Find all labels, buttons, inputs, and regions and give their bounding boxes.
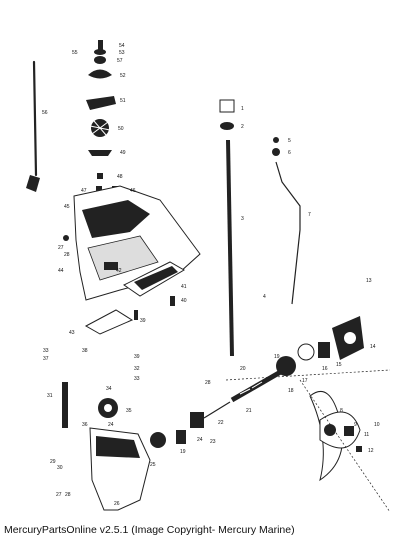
- copyright-caption: MercuryPartsOnline v2.5.1 (Image Copyrig…: [4, 524, 295, 536]
- callout-7[interactable]: 7: [308, 212, 311, 218]
- callout-16[interactable]: 16: [322, 366, 328, 372]
- callout-52[interactable]: 52: [120, 73, 126, 79]
- callout-19-lower[interactable]: 19: [180, 449, 186, 455]
- callout-9[interactable]: 9: [354, 422, 357, 428]
- washer-part-47[interactable]: [96, 186, 102, 194]
- callout-50[interactable]: 50: [118, 126, 124, 132]
- callout-33b[interactable]: 33: [134, 376, 140, 382]
- callout-15[interactable]: 15: [336, 362, 342, 368]
- callout-12[interactable]: 12: [368, 448, 374, 454]
- callout-47[interactable]: 47: [81, 188, 87, 194]
- callout-53[interactable]: 53: [119, 50, 125, 56]
- callout-41[interactable]: 41: [181, 284, 187, 290]
- bearing-part-24[interactable]: [176, 430, 186, 444]
- callout-2[interactable]: 2: [241, 124, 244, 130]
- callout-33[interactable]: 33: [43, 348, 49, 354]
- callout-56[interactable]: 56: [42, 110, 48, 116]
- callout-18[interactable]: 18: [288, 388, 294, 394]
- screw-part-39[interactable]: [134, 310, 138, 320]
- callout-21[interactable]: 21: [246, 408, 252, 414]
- callout-19[interactable]: 19: [274, 354, 280, 360]
- callout-55[interactable]: 55: [72, 50, 78, 56]
- callout-40[interactable]: 40: [181, 298, 187, 304]
- callout-20[interactable]: 20: [240, 366, 246, 372]
- callout-37[interactable]: 37: [43, 356, 49, 362]
- pin-part-22[interactable]: [203, 401, 231, 419]
- shift-rod-part-56[interactable]: [26, 60, 40, 192]
- impeller-part-50[interactable]: [89, 119, 111, 137]
- stud-part-31[interactable]: [62, 382, 68, 428]
- callout-59[interactable]: 39: [140, 318, 146, 324]
- callout-6[interactable]: 6: [288, 150, 291, 156]
- callout-11[interactable]: 11: [364, 432, 369, 438]
- callout-8[interactable]: 8: [340, 408, 343, 414]
- callout-17[interactable]: 17: [302, 378, 308, 384]
- callout-54[interactable]: 54: [119, 43, 125, 49]
- bearing-part-16[interactable]: [318, 342, 330, 358]
- o-ring-part-17[interactable]: [297, 343, 315, 361]
- callout-28-upper[interactable]: 28: [64, 252, 70, 258]
- pinion-gear-part-35[interactable]: [98, 398, 118, 418]
- callout-29[interactable]: 29: [50, 459, 56, 465]
- callout-31[interactable]: 31: [47, 393, 53, 399]
- callout-14[interactable]: 14: [370, 344, 376, 350]
- seal-part-57[interactable]: [94, 56, 106, 64]
- carrier-bore: [344, 332, 356, 344]
- thrust-hub-part-11[interactable]: [344, 426, 354, 436]
- callout-5[interactable]: 5: [288, 138, 291, 144]
- pump-cover-part-52[interactable]: [88, 69, 112, 79]
- callout-51[interactable]: 51: [120, 98, 126, 104]
- pump-face-part-51[interactable]: [86, 96, 116, 110]
- callout-22[interactable]: 22: [218, 420, 224, 426]
- callout-32[interactable]: 32: [134, 366, 140, 372]
- pin-part-54[interactable]: [98, 40, 103, 50]
- clutch-part-21[interactable]: [190, 412, 204, 428]
- callout-42[interactable]: 42: [116, 268, 122, 274]
- callout-46[interactable]: 46: [130, 188, 136, 194]
- callout-58[interactable]: 28: [205, 380, 211, 386]
- callout-25[interactable]: 25: [150, 462, 156, 468]
- forward-gear-part-25[interactable]: [150, 432, 166, 448]
- callout-49[interactable]: 49: [120, 150, 126, 156]
- callout-34[interactable]: 34: [106, 386, 112, 392]
- callout-3[interactable]: 3: [241, 216, 244, 222]
- callout-10[interactable]: 10: [374, 422, 380, 428]
- plate-slot: [134, 266, 178, 290]
- callout-35[interactable]: 35: [126, 408, 132, 414]
- grommet-part-48[interactable]: [97, 173, 103, 179]
- callout-24[interactable]: 24: [108, 422, 114, 428]
- callout-43[interactable]: 43: [69, 330, 75, 336]
- callout-27-upper[interactable]: 27: [58, 245, 64, 251]
- exploded-parts-diagram: 54 55 53 57 52 51 56 50 49 48 47 46 45 2…: [26, 40, 391, 513]
- pump-base-part-49[interactable]: [88, 150, 112, 156]
- callout-39[interactable]: 39: [134, 354, 140, 360]
- screw-part-40[interactable]: [170, 296, 175, 306]
- callout-1[interactable]: 1: [241, 106, 244, 112]
- callout-36[interactable]: 36: [82, 422, 88, 428]
- washer-part-53[interactable]: [94, 49, 106, 55]
- callout-48[interactable]: 48: [117, 174, 123, 180]
- callout-38[interactable]: 38: [82, 348, 88, 354]
- callout-13[interactable]: 13: [366, 278, 372, 284]
- screw-part-27-upper[interactable]: [63, 235, 69, 241]
- nut-part-12[interactable]: [356, 446, 362, 452]
- callout-28-lower[interactable]: 28: [65, 492, 71, 498]
- callout-27-lower[interactable]: 27: [56, 492, 62, 498]
- callout-26[interactable]: 26: [114, 501, 120, 507]
- callout-44[interactable]: 44: [58, 268, 64, 274]
- shift-rod-part-7[interactable]: [272, 137, 301, 305]
- propeller-shaft-part-20[interactable]: [230, 367, 286, 403]
- callout-24b[interactable]: 24: [197, 437, 203, 443]
- callout-labels: 54 55 53 57 52 51 56 50 49 48 47 46 45 2…: [42, 43, 380, 507]
- gear-housing-part-26[interactable]: [62, 382, 151, 511]
- reverse-gear-part-18[interactable]: [276, 356, 296, 376]
- callout-30[interactable]: 30: [57, 465, 63, 471]
- propeller-part-9[interactable]: [309, 391, 361, 482]
- driveshaft-part-3[interactable]: [219, 99, 235, 357]
- callout-45[interactable]: 45: [64, 204, 70, 210]
- callout-23[interactable]: 23: [210, 439, 216, 445]
- callout-4[interactable]: 4: [263, 294, 266, 300]
- gasket-part-43[interactable]: [84, 309, 134, 335]
- callout-57[interactable]: 57: [117, 58, 123, 64]
